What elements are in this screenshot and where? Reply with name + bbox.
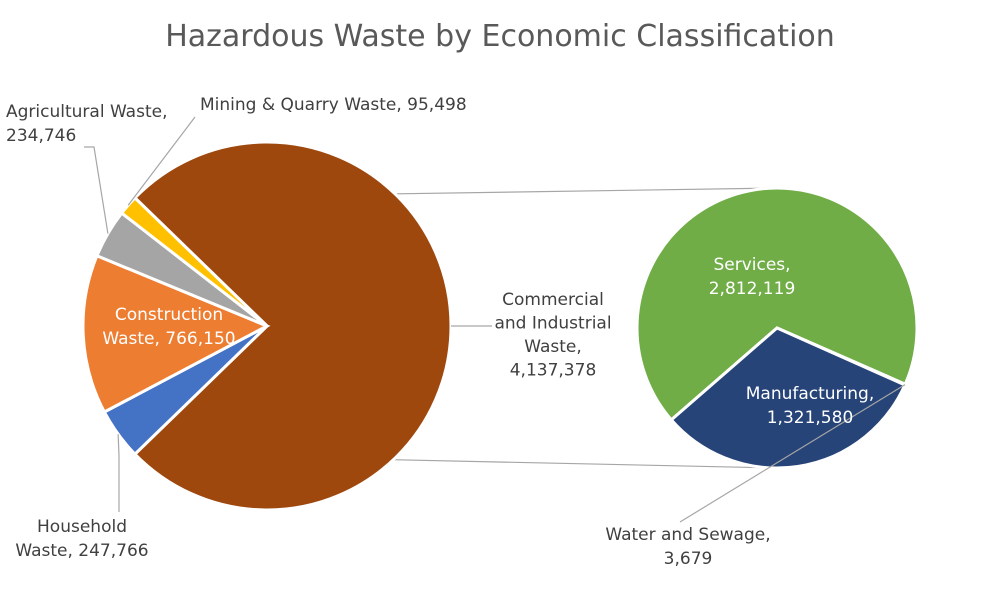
primary-pie (81, 140, 453, 512)
label-water-and-sewage: Water and Sewage, 3,679 (605, 525, 770, 569)
label-agricultural-waste: Agricultural Waste, 234,746 (6, 102, 167, 146)
label-commercial-and-industrial-waste-line: and Industrial (494, 314, 611, 334)
leader-agricultural-waste (84, 146, 109, 234)
chart-title: Hazardous Waste by Economic Classificati… (165, 19, 835, 54)
leader-water-and-sewage (679, 384, 906, 523)
label-manufacturing-line: 1,321,580 (767, 408, 854, 428)
label-construction-waste-line: Construction (115, 305, 223, 325)
secondary-pie (635, 186, 919, 470)
slice-manufacturing (669, 326, 907, 470)
label-agricultural-waste-line: Agricultural Waste, (6, 102, 167, 122)
slice-services (635, 186, 919, 422)
label-manufacturing: Manufacturing, 1,321,580 (746, 384, 875, 428)
label-water-and-sewage-line: Water and Sewage, (605, 525, 770, 545)
label-mining-and-quarry-waste: Mining & Quarry Waste, 95,498 (200, 95, 467, 115)
label-services-line: 2,812,119 (709, 279, 796, 299)
label-household-waste-line: Household (37, 517, 127, 537)
label-manufacturing-line: Manufacturing, (746, 384, 875, 404)
leader-mining-and-quarry-waste (127, 116, 196, 206)
label-services-line: Services, (713, 255, 790, 275)
label-commercial-and-industrial-waste-line: 4,137,378 (510, 361, 597, 381)
label-construction-waste-line: Waste, 766,150 (102, 329, 235, 349)
leader-household-waste (117, 434, 120, 512)
label-services: Services, 2,812,119 (709, 255, 796, 299)
label-water-and-sewage-line: 3,679 (664, 549, 713, 569)
label-household-waste-line: Waste, 247,766 (15, 541, 148, 561)
slice-commercial-and-industrial-waste (132, 140, 453, 512)
label-agricultural-waste-line: 234,746 (6, 126, 76, 146)
slice-construction-waste (81, 253, 271, 415)
label-commercial-and-industrial-waste-line: Waste, (524, 337, 582, 357)
label-mining-and-quarry-waste-line: Mining & Quarry Waste, 95,498 (200, 95, 467, 115)
label-commercial-and-industrial-waste-line: Commercial (502, 290, 604, 310)
